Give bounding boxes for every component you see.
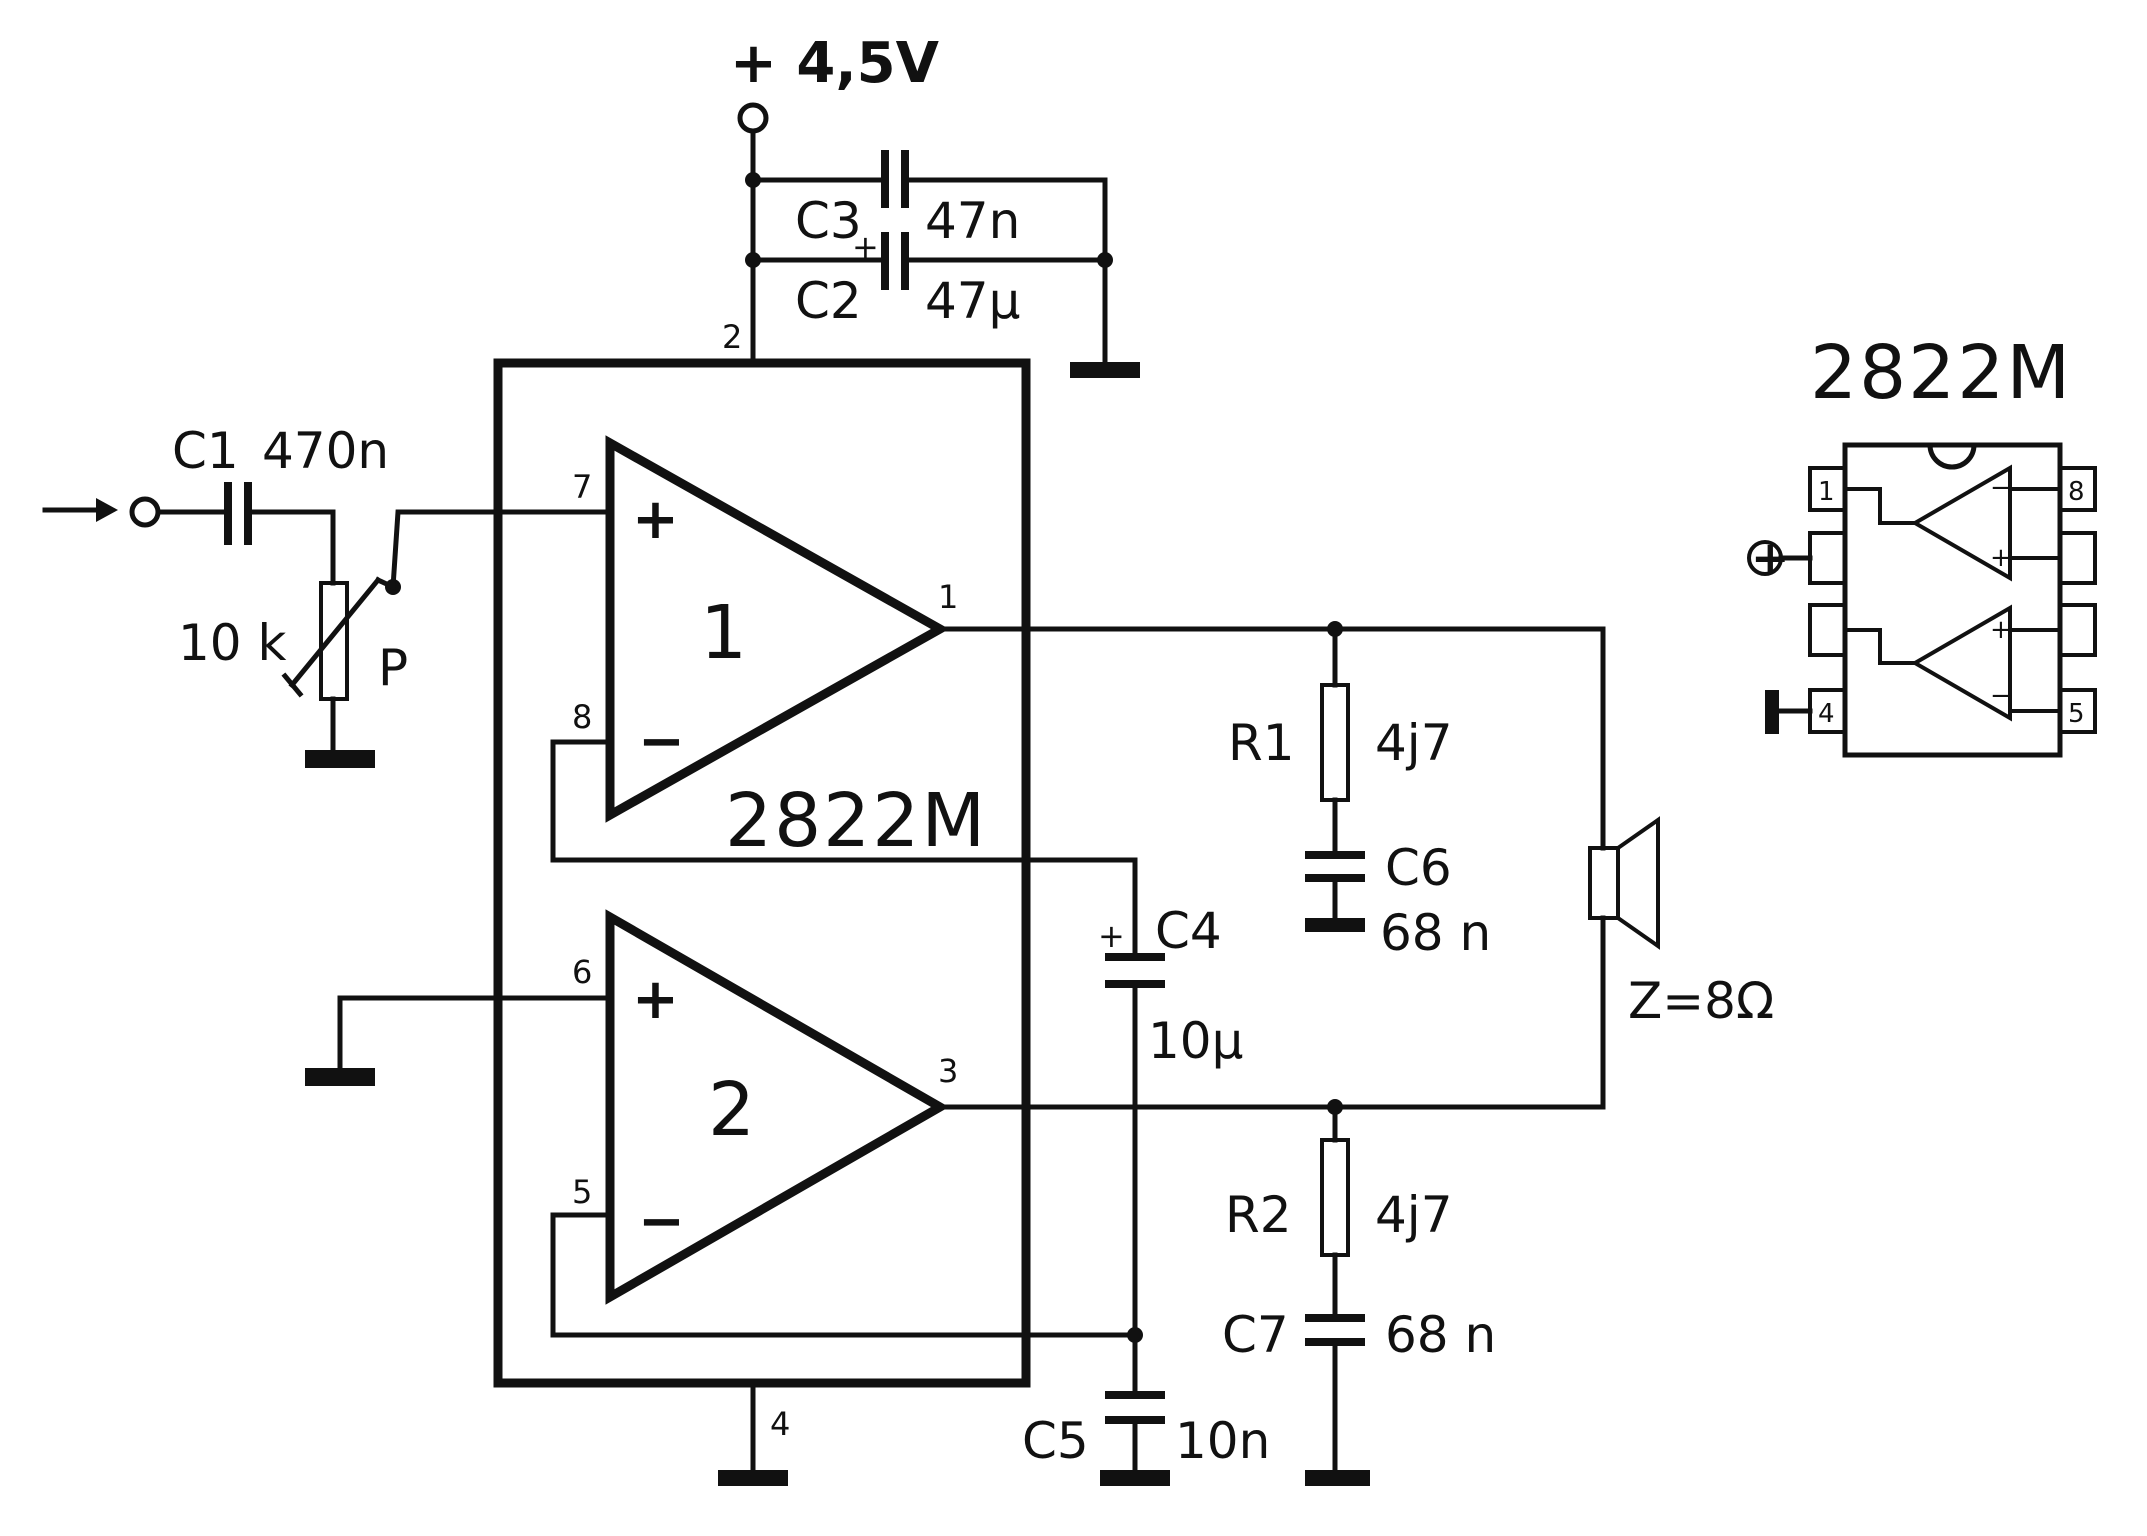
pot-value: 10 k	[178, 614, 287, 672]
pinout-pin-8-label: 8	[2068, 477, 2085, 507]
pinout-amp1-out-wire	[1845, 487, 1915, 525]
ic-package-box	[493, 358, 1031, 1388]
junction-dot	[1097, 252, 1113, 268]
c5-name: C5	[1022, 1412, 1089, 1470]
c1-wire-right	[245, 509, 336, 586]
c3-value: 47n	[925, 192, 1020, 250]
ic-pin-2-label: 2	[722, 318, 742, 356]
c3-capacitor	[881, 150, 909, 208]
c1-capacitor	[224, 482, 252, 545]
pinout-ground-icon	[1765, 690, 1779, 734]
ground-symbol	[1305, 918, 1365, 932]
pinout-pin-box	[1808, 531, 1847, 585]
c2-name: C2	[795, 272, 862, 330]
ground-symbol	[1070, 362, 1140, 378]
amp1-number: 1	[700, 590, 749, 676]
amp2-plus-sign: +	[632, 967, 679, 1032]
r1-resistor	[1320, 683, 1350, 802]
c4-polarity: +	[1098, 917, 1125, 955]
c7-name: C7	[1222, 1306, 1289, 1364]
c4-value: 10µ	[1148, 1012, 1243, 1070]
pinout-amp1-plus: +	[1990, 543, 2012, 573]
c2-capacitor	[881, 232, 909, 290]
r1-name: R1	[1228, 714, 1295, 772]
c2-value: 47µ	[925, 272, 1020, 330]
c6-value: 68 n	[1380, 904, 1491, 962]
ic-name-label: 2822M	[725, 778, 987, 864]
pinout-pin-box	[2058, 603, 2097, 657]
pinout-diagram: 1 4 8 5 + − + + −	[1747, 442, 2097, 758]
r2-name: R2	[1225, 1186, 1292, 1244]
input-terminal	[129, 496, 161, 528]
c4-capacitor	[1105, 953, 1165, 988]
ground-symbol	[305, 750, 375, 768]
input-arrow-icon	[96, 498, 118, 522]
amp1-plus-sign: +	[632, 487, 679, 552]
pot-name: P	[378, 639, 408, 697]
ic-pin-4-label: 4	[770, 1405, 790, 1443]
c5-capacitor	[1105, 1391, 1165, 1424]
speaker-body	[1588, 846, 1620, 920]
pinout-amp1-minus: −	[1990, 473, 2012, 503]
pinout-notch	[1927, 442, 1977, 470]
pot-arrow-tip	[281, 672, 304, 698]
c1-value: 470n	[262, 422, 389, 480]
r2-value: 4j7	[1375, 1186, 1453, 1244]
output2-wire	[937, 915, 1606, 1110]
r1-value: 4j7	[1375, 714, 1453, 772]
pinout-package	[1842, 442, 2063, 758]
pinout-amp2-plus: +	[1990, 615, 2012, 645]
amp2-minus-sign: −	[638, 1189, 685, 1254]
pot-wiper-wire	[374, 509, 613, 591]
c1-name: C1	[172, 422, 239, 480]
c2-polarity: +	[852, 228, 879, 266]
pinout-amp2-minus: −	[1990, 681, 2012, 711]
c7-capacitor	[1305, 1314, 1365, 1346]
ground-symbol	[1100, 1470, 1170, 1486]
speaker-label: Z=8Ω	[1628, 972, 1774, 1030]
r2-resistor	[1320, 1138, 1350, 1257]
pinout-pin-box	[2058, 531, 2097, 585]
c5-value: 10n	[1175, 1412, 1270, 1470]
amp2-number: 2	[708, 1067, 757, 1153]
c3-name: C3	[795, 192, 862, 250]
c3-wire-right	[902, 177, 1108, 365]
speaker-cone	[1616, 816, 1660, 950]
ic-pin-8-label: 8	[572, 698, 592, 736]
pinout-pin-box	[1808, 603, 1847, 657]
ic-pin-6-label: 6	[572, 953, 592, 991]
ground-symbol	[718, 1470, 788, 1486]
output1-wire	[937, 626, 1606, 851]
ground-symbol	[305, 1068, 375, 1086]
pinout-amp2-out-wire	[1845, 628, 1915, 665]
amp1-minus-sign: −	[638, 709, 685, 774]
pin8-feedback-wire	[550, 739, 1138, 960]
pinout-title: 2822M	[1810, 330, 2072, 416]
pot-variable-arrow	[288, 576, 382, 689]
supply-voltage-label: + 4,5V	[730, 31, 940, 96]
c6-capacitor	[1305, 851, 1365, 882]
pin6-wire	[337, 995, 613, 1071]
ic-pin-3-label: 3	[938, 1052, 958, 1090]
ground-symbol	[1305, 1470, 1370, 1486]
ic-pin-5-label: 5	[572, 1173, 592, 1211]
ic-pin-7-label: 7	[572, 468, 592, 506]
ic-pin-1-label: 1	[938, 578, 958, 616]
amp2-triangle	[605, 909, 950, 1305]
pinout-amp2-triangle	[1911, 604, 2012, 722]
pinout-pin-4-label: 4	[1818, 699, 1835, 729]
supply-terminal: + 4,5V	[730, 31, 940, 134]
c4-name: C4	[1155, 902, 1222, 960]
pinout-amp1-triangle	[1911, 464, 2012, 582]
pinout-pin-1-label: 1	[1818, 477, 1835, 507]
c6-name: C6	[1385, 839, 1452, 897]
c7-value: 68 n	[1385, 1306, 1496, 1364]
pin5-feedback-wire	[550, 1212, 1138, 1338]
pinout-pin-5-label: 5	[2068, 699, 2085, 729]
amp1-triangle	[605, 435, 950, 823]
